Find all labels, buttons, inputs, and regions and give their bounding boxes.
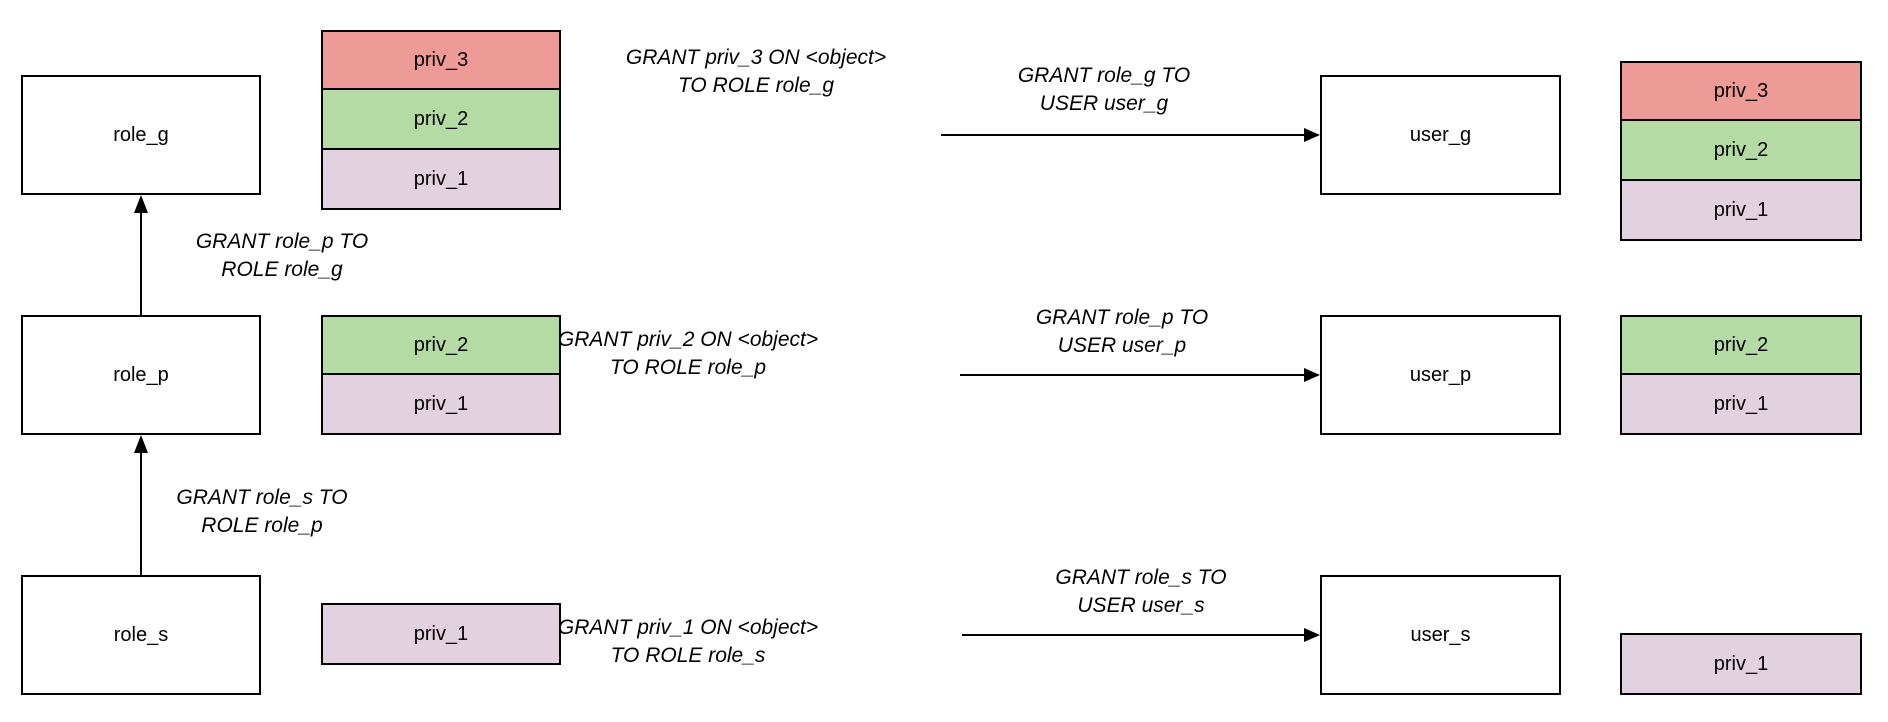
arrow-up-icon — [134, 435, 148, 453]
grant-priv-label-role-p: GRANT priv_2 ON <object> TO ROLE role_p — [557, 328, 819, 379]
arrow-right-icon — [1304, 128, 1320, 142]
role-node-label: role_s — [113, 623, 169, 646]
user-node-label: user_g — [1409, 123, 1472, 146]
priv-badge: priv_1 — [1620, 633, 1862, 695]
grant-user-label-user-g: GRANT role_g TO USER user_g — [1017, 64, 1191, 115]
role-node-role-p: role_p — [21, 315, 261, 435]
grant-arrow-line — [960, 374, 1306, 376]
user-node-label: user_p — [1409, 363, 1472, 386]
priv-badge: priv_1 — [321, 603, 561, 665]
user-s-priv-stack: priv_1 — [1620, 633, 1862, 695]
priv-badge: priv_1 — [321, 373, 561, 435]
priv-badge: priv_1 — [321, 148, 561, 210]
role-node-label: role_p — [113, 363, 169, 386]
role-hierarchy-arrow-line — [140, 450, 142, 575]
user-g-priv-stack: priv_3 priv_2 priv_1 — [1620, 61, 1862, 241]
arrow-up-icon — [134, 195, 148, 213]
role-node-role-s: role_s — [21, 575, 261, 695]
grant-arrow-line — [941, 134, 1306, 136]
grant-priv-label-role-s: GRANT priv_1 ON <object> TO ROLE role_s — [557, 616, 819, 667]
priv-badge: priv_3 — [321, 30, 561, 90]
priv-badge: priv_1 — [1620, 373, 1862, 435]
priv-badge: priv_2 — [321, 88, 561, 150]
role-g-priv-stack: priv_3 priv_2 priv_1 — [321, 30, 561, 210]
arrow-right-icon — [1304, 368, 1320, 382]
grant-role-label-p-to-g: GRANT role_p TO ROLE role_g — [195, 230, 369, 281]
role-p-priv-stack: priv_2 priv_1 — [321, 315, 561, 435]
grant-priv-label-role-g: GRANT priv_3 ON <object> TO ROLE role_g — [625, 46, 887, 97]
priv-badge: priv_2 — [1620, 119, 1862, 181]
role-s-priv-stack: priv_1 — [321, 603, 561, 665]
user-node-user-g: user_g — [1320, 75, 1561, 195]
role-node-role-g: role_g — [21, 75, 261, 195]
user-p-priv-stack: priv_2 priv_1 — [1620, 315, 1862, 435]
grant-user-label-user-p: GRANT role_p TO USER user_p — [1035, 306, 1209, 357]
priv-badge: priv_2 — [1620, 315, 1862, 375]
role-node-label: role_g — [113, 123, 169, 146]
role-hierarchy-arrow-line — [140, 210, 142, 315]
user-node-user-s: user_s — [1320, 575, 1561, 695]
user-node-user-p: user_p — [1320, 315, 1561, 435]
priv-badge: priv_3 — [1620, 61, 1862, 121]
grant-user-label-user-s: GRANT role_s TO USER user_s — [1055, 566, 1227, 617]
priv-badge: priv_2 — [321, 315, 561, 375]
priv-badge: priv_1 — [1620, 179, 1862, 241]
grant-role-label-s-to-p: GRANT role_s TO ROLE role_p — [176, 486, 348, 537]
grant-arrow-line — [962, 634, 1306, 636]
arrow-right-icon — [1304, 628, 1320, 642]
user-node-label: user_s — [1410, 623, 1471, 646]
